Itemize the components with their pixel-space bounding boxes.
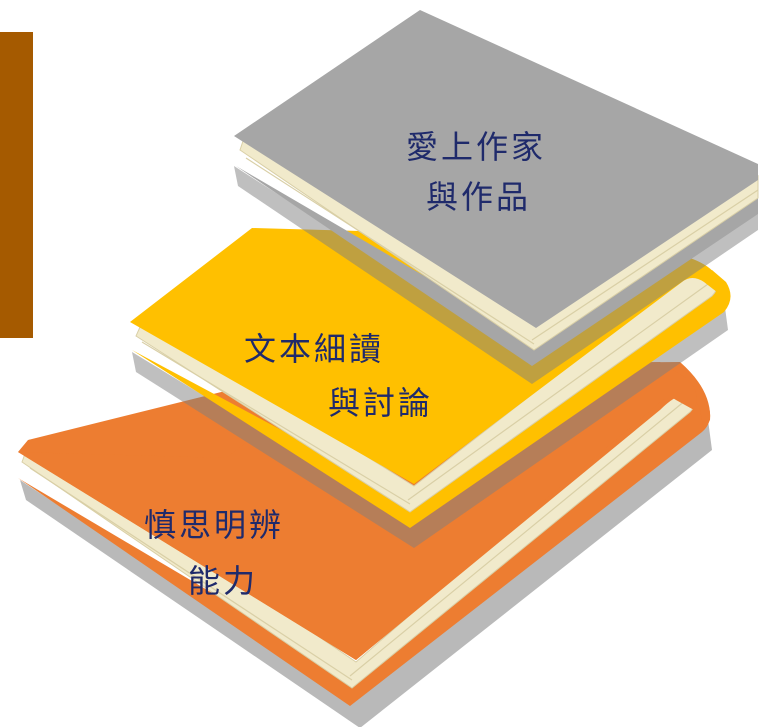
book-top-label-line2: 與作品 [426,178,531,216]
side-accent-bar [0,32,33,338]
book-top-label-line1: 愛上作家 [406,128,546,166]
book-middle-label-line2: 與討論 [328,384,433,422]
book-middle-page-lines [141,283,709,505]
book-bottom-label-line2: 能力 [188,562,258,600]
book-middle-label-line1: 文本細讀 [244,330,384,368]
book-top-page-lines [245,157,759,345]
book-top-cover-face [234,10,758,328]
book-bottom-label-line1: 慎思明辨 [144,506,284,544]
book-bottom-page-lines [29,399,687,681]
book-top [234,10,759,384]
